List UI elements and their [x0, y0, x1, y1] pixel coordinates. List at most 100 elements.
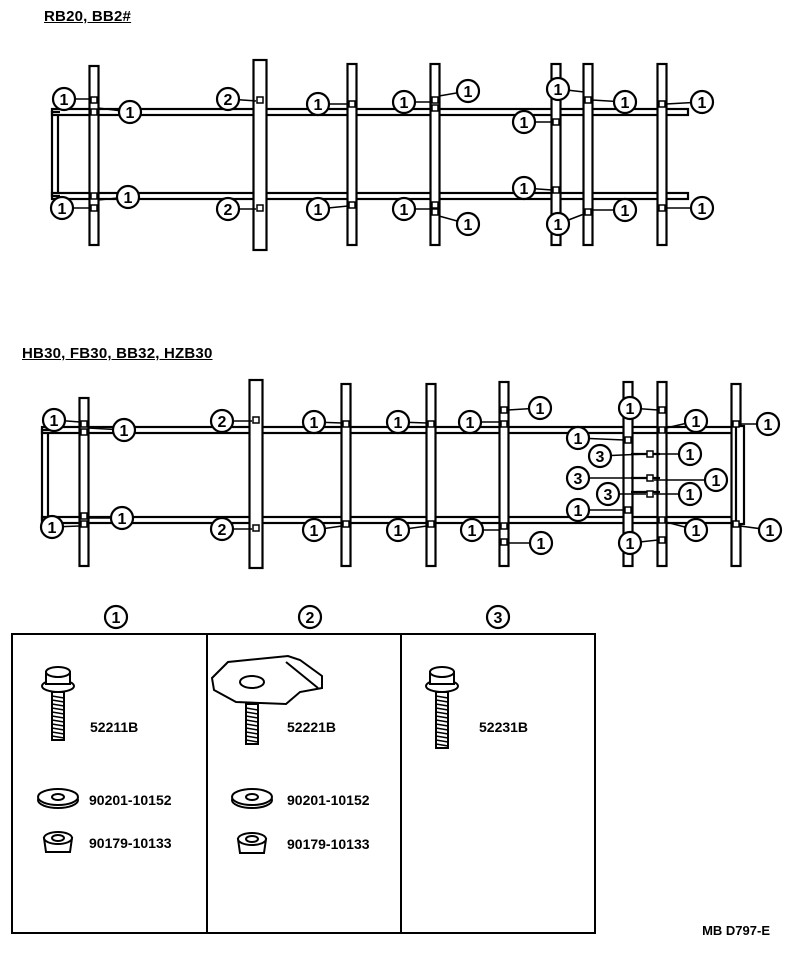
callout-number: 1: [698, 95, 707, 112]
bolt-mark: [584, 208, 592, 216]
kit2-washer-label: 90201-10152: [287, 792, 370, 808]
kit1-bolt-thread: [51, 695, 65, 699]
kit2-nut-label: 90179-10133: [287, 836, 370, 852]
kit2-washer-hole: [245, 793, 259, 801]
callout-circle: [103, 604, 129, 630]
drawing-code: MB D797-E: [702, 923, 770, 938]
bolt-mark: [624, 506, 632, 514]
bottom-frame-crossmember: [622, 380, 634, 568]
bottom-frame-rear-plate: [734, 424, 746, 526]
kit3-bolt-thread: [435, 703, 449, 707]
callout-circle: [297, 604, 323, 630]
bolt-mark: [256, 204, 264, 212]
bolt-mark: [552, 186, 560, 194]
callout-number: 1: [400, 95, 409, 112]
kit2-clip-hole: [239, 675, 265, 689]
callout-circle: [511, 109, 537, 135]
bolt-mark: [348, 201, 356, 209]
callout-circle: [39, 514, 65, 540]
callout-circle: [391, 89, 417, 115]
bolt-mark: [80, 420, 88, 428]
callout-circle: [49, 195, 75, 221]
kit2-bolt-thread: [245, 715, 259, 719]
callout-circle: [595, 481, 621, 507]
kit2-nut-hole: [245, 835, 259, 843]
bottom-frame-crossmember: [78, 396, 90, 568]
callout-number: 1: [686, 487, 695, 504]
callout-number: 3: [494, 610, 503, 627]
callout-circle: [612, 197, 638, 223]
bolt-mark: [646, 450, 654, 458]
kit1-bolt-head-top: [45, 666, 71, 678]
callout-number: 3: [604, 487, 613, 504]
bolt-mark: [256, 96, 264, 104]
callout-circle: [617, 395, 643, 421]
bolt-mark: [500, 522, 508, 530]
kit1-washer-hole: [51, 793, 65, 801]
bolt-mark: [584, 96, 592, 104]
kit2-bolt-thread: [245, 727, 259, 731]
bolt-mark: [732, 520, 740, 528]
bolt-mark: [552, 118, 560, 126]
callout-circle: [545, 211, 571, 237]
kit1-bolt-thread: [51, 707, 65, 711]
callout-circle: [683, 408, 709, 434]
kit3-bolt-thread: [435, 743, 449, 747]
callout-number: 1: [50, 413, 59, 430]
bolt-mark: [80, 512, 88, 520]
bolt-mark: [732, 420, 740, 428]
callout-circle: [457, 409, 483, 435]
heading-top: RB20, BB2#: [44, 8, 132, 25]
bolt-mark: [500, 406, 508, 414]
bolt-mark: [342, 520, 350, 528]
kit3-bolt-thread: [435, 723, 449, 727]
kit3-bolt-thread: [435, 727, 449, 731]
callout-circle: [617, 530, 643, 556]
callout-number: 1: [58, 201, 67, 218]
kit1-bolt-thread: [51, 727, 65, 731]
bottom-frame-crossmember: [248, 378, 264, 570]
bolt-mark: [90, 96, 98, 104]
bolt-mark: [658, 204, 666, 212]
kit3-bolt-head-top: [429, 666, 455, 678]
bolt-mark: [252, 524, 260, 532]
callout-number: 1: [310, 523, 319, 540]
callout-number: 1: [621, 203, 630, 220]
callout-number: 1: [574, 503, 583, 520]
callout-number: 1: [537, 536, 546, 553]
bottom-frame-crossmember: [340, 382, 352, 568]
callout-number: 1: [48, 520, 57, 537]
callout-number: 1: [314, 202, 323, 219]
callout-number: 1: [124, 190, 133, 207]
callout-circle: [109, 505, 135, 531]
callout-circle: [215, 86, 241, 112]
bolt-mark: [348, 100, 356, 108]
kit3-bolt-thread: [435, 695, 449, 699]
bolt-mark: [342, 420, 350, 428]
callout-circle: [755, 411, 781, 437]
callout-number: 2: [218, 414, 227, 431]
bolt-mark: [658, 406, 666, 414]
callout-circle: [215, 196, 241, 222]
bolt-mark: [658, 536, 666, 544]
callout-circle: [757, 517, 783, 543]
bottom-frame-crossmember: [656, 380, 668, 568]
top-frame-crossmember: [429, 62, 441, 247]
callout-number: 1: [621, 95, 630, 112]
callout-number: 1: [126, 105, 135, 122]
callout-circle: [455, 78, 481, 104]
callout-number: 1: [400, 202, 409, 219]
kit2-bolt-label: 52221B: [287, 719, 337, 735]
callout-number: 3: [596, 449, 605, 466]
kit2-bolt-thread: [245, 723, 259, 727]
callout-number: 1: [692, 414, 701, 431]
callout-number: 1: [536, 401, 545, 418]
bolt-mark: [90, 108, 98, 116]
callout-number: 1: [520, 115, 529, 132]
kit1-nut-hole: [51, 834, 65, 842]
bolt-mark: [646, 490, 654, 498]
bolt-mark: [252, 416, 260, 424]
callout-circle: [485, 604, 511, 630]
callout-number: 1: [764, 417, 773, 434]
kit3-bolt-thread: [435, 719, 449, 723]
